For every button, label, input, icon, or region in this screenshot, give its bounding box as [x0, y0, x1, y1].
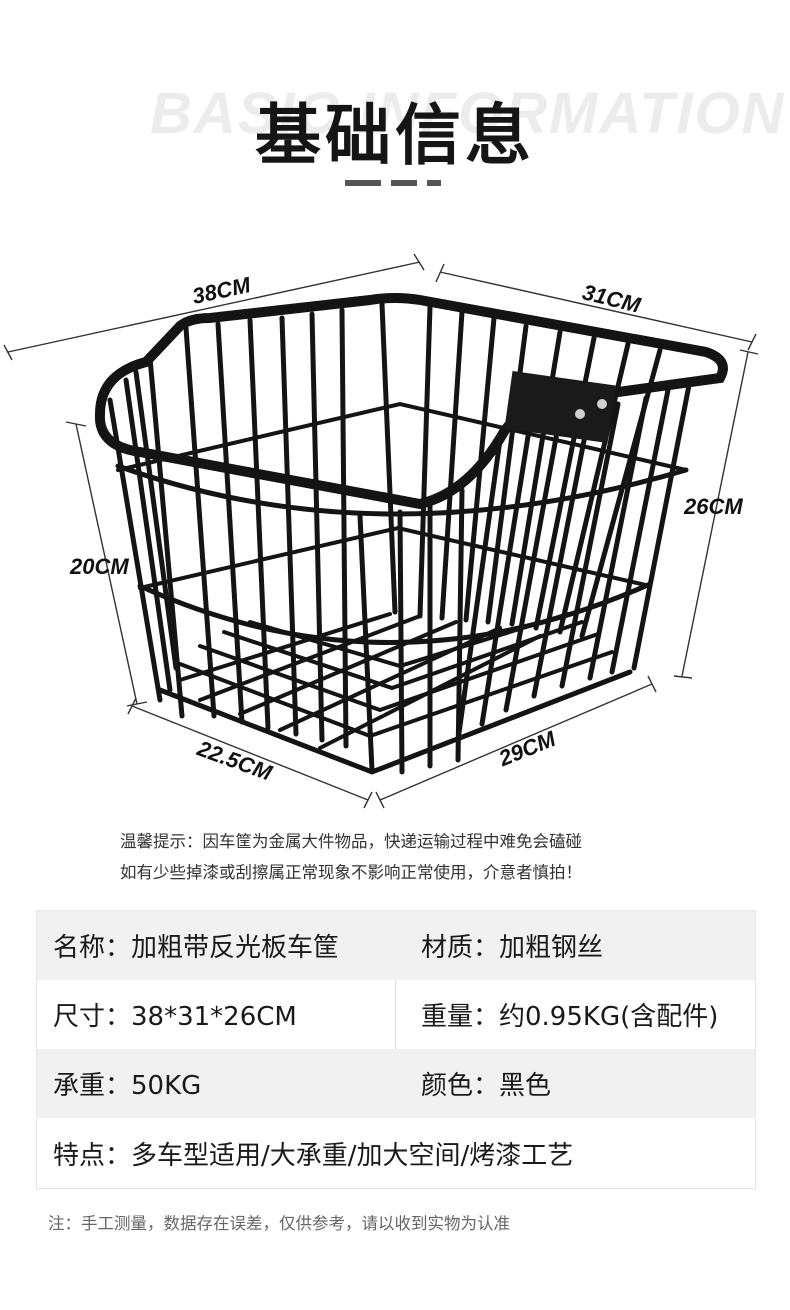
spec-row: 承重：50KG 颜色：黑色 [37, 1049, 755, 1118]
notice-line-1: 温馨提示：因车筐为金属大件物品，快递运输过程中难免会磕碰 [120, 832, 582, 851]
spec-divider [395, 980, 396, 1049]
spec-size: 尺寸：38*31*26CM [53, 1002, 297, 1032]
dim-label-left: 20CM [70, 554, 129, 579]
dash-2 [391, 180, 417, 186]
dim-line-top-right [439, 271, 753, 343]
title-dashes [345, 180, 445, 186]
notice-line-2: 如有少些掉漆或刮擦属正常现象不影响正常使用，介意者慎拍！ [120, 863, 582, 882]
page-title: 基础信息 [255, 97, 535, 174]
spec-material: 材质：加粗钢丝 [421, 933, 604, 963]
spec-features: 特点：多车型适用/大承重/加大空间/烤漆工艺 [53, 1140, 574, 1171]
basket-illustration [3, 253, 759, 809]
spec-weight: 重量：约0.95KG(含配件) [421, 1002, 719, 1032]
dim-line-left [75, 423, 138, 705]
basket-figure: 38CM 31CM 26CM 20CM 22.5CM 29CM [0, 230, 790, 820]
spec-name: 名称：加粗带反光板车筐 [53, 933, 340, 963]
dim-line-bottom-left [131, 705, 369, 801]
measurement-footnote: 注：手工测量，数据存在误差，仅供参考，请以收到实物为认准 [48, 1214, 510, 1233]
dash-3 [427, 180, 441, 186]
shipping-notice: 温馨提示：因车筐为金属大件物品，快递运输过程中难免会磕碰 如有少些掉漆或刮擦属正… [120, 826, 760, 888]
dash-1 [345, 180, 381, 186]
dim-line-right [681, 351, 749, 677]
dimension-lines [3, 253, 759, 809]
mounting-bracket [504, 371, 616, 443]
spec-color: 颜色：黑色 [421, 1071, 552, 1101]
spec-load: 承重：50KG [53, 1071, 202, 1101]
spec-row: 名称：加粗带反光板车筐 材质：加粗钢丝 [37, 911, 755, 980]
dim-line-bottom-right [379, 683, 653, 801]
spec-row: 特点：多车型适用/大承重/加大空间/烤漆工艺 [37, 1118, 755, 1188]
spec-row: 尺寸：38*31*26CM 重量：约0.95KG(含配件) [37, 980, 755, 1049]
dim-label-right: 26CM [684, 494, 743, 519]
spec-table: 名称：加粗带反光板车筐 材质：加粗钢丝 尺寸：38*31*26CM 重量：约0.… [36, 910, 756, 1189]
basket-wires [94, 293, 728, 775]
dim-line-top-left [7, 261, 421, 353]
